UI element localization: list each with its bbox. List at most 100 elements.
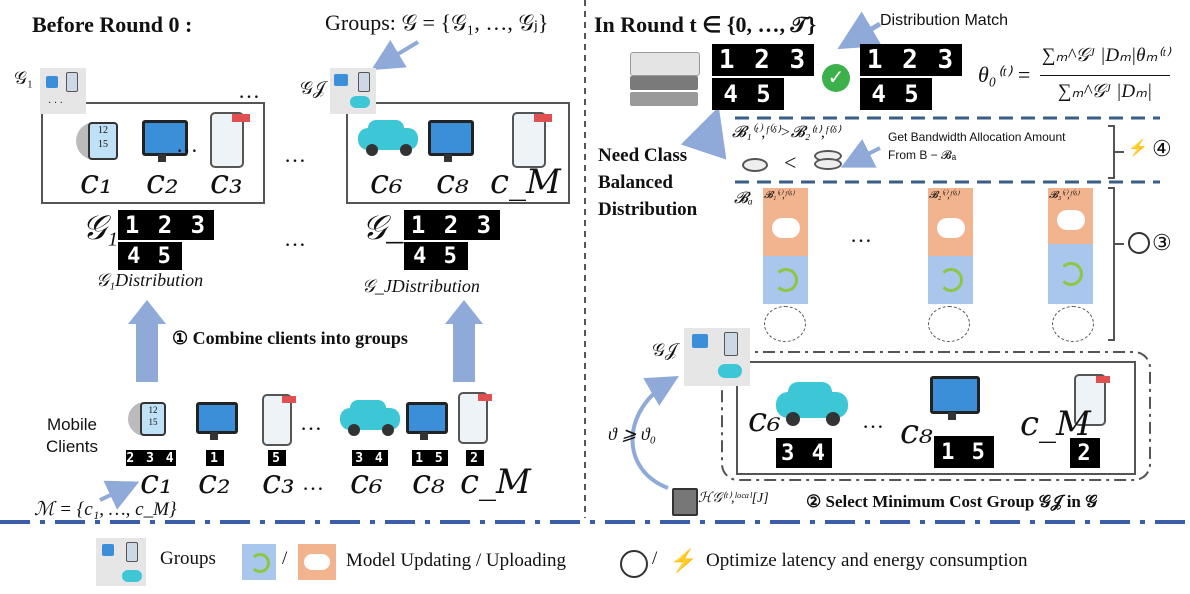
neural-network-icon: [928, 306, 970, 342]
less-than: <: [784, 150, 797, 175]
dots-bottom: …: [302, 470, 324, 495]
phone-icon: [1074, 374, 1110, 426]
client-digits-3: 5: [268, 450, 286, 466]
cloud-upload-icon: [772, 218, 800, 238]
history-label: ℋ𝒢⁽ᵗ⁾,ˡᵒᶜᵃˡ[J]: [698, 491, 769, 506]
theta-denominator: ∑ₘ^𝒢ᴶ |Dₘ|: [1058, 81, 1153, 102]
energy-plug-icon: ⚡: [1128, 140, 1148, 157]
dots-top: …: [238, 78, 260, 103]
car-icon: [340, 398, 402, 436]
calculator-icon: [672, 488, 698, 516]
mnist-grid-bottom: 4 5: [712, 78, 784, 110]
groupJ-client-3: c_M: [490, 162, 561, 202]
neural-network-icon: [764, 306, 806, 342]
timer-icon: [1128, 232, 1150, 254]
dots-between-groups: …: [284, 142, 306, 167]
mnist-grid-top: 1 2 3: [404, 210, 500, 240]
server-icon: [630, 52, 702, 110]
up-arrow-right: [445, 300, 483, 324]
legend-optimize-label: Optimize latency and energy consumption: [706, 550, 1028, 571]
mnist-grid-top: 1 2 3: [118, 210, 214, 240]
group1-client-2: c₂: [146, 162, 179, 202]
mnist-grid-bottom: 4 5: [118, 242, 182, 270]
client-digits-M: 2: [466, 450, 484, 466]
phone-icon: [262, 394, 296, 446]
step1-label: ① Combine clients into groups: [172, 328, 408, 348]
selected-client-cM: c_M: [1020, 404, 1091, 444]
groupJ-box: [346, 102, 570, 204]
legend-groups-label: Groups: [160, 548, 216, 569]
phone-icon: [458, 392, 492, 444]
mobile-clients-label: Mobile Clients: [46, 415, 98, 456]
legend-update-icon: [242, 544, 276, 580]
step3-marker: ③: [1152, 230, 1172, 255]
coins-icon: [814, 148, 844, 174]
client-c8: c₈: [412, 462, 445, 502]
group-icon: [330, 68, 376, 114]
monitor-icon: [142, 120, 188, 164]
alloc-label-1: 𝓑₁⁽ᵗ⁾,ᶠ⁽ᵟ⁾: [764, 190, 794, 201]
client-digits-1: 2 3 4: [126, 450, 176, 466]
legend-timer-icon: [620, 550, 648, 578]
selected-digits-c6: 3 4: [776, 438, 832, 468]
neural-network-icon: [1052, 306, 1094, 342]
ba-label: 𝓑ₐ: [734, 190, 753, 207]
group1-box: [41, 102, 265, 204]
g1-dist-symbol: 𝒢₁: [82, 210, 119, 247]
cloud-upload-icon: [937, 218, 965, 238]
right-title: In Round t ∈ {0, …, 𝒯}: [594, 12, 817, 37]
mnist-grid-bottom: 4 5: [860, 78, 932, 110]
legend-model-label: Model Updating / Uploading: [346, 550, 567, 571]
step2-label: ② Select Minimum Cost Group 𝒢𝒥 in 𝒢: [806, 492, 1098, 511]
selected-client-c8: c₈: [900, 412, 933, 452]
alloc-column-3: [1048, 188, 1093, 304]
refresh-icon: [939, 268, 963, 292]
legend-slash: /: [652, 548, 658, 569]
monitor-icon: [196, 402, 238, 442]
group1-client-3: c₃: [210, 162, 243, 202]
legend-slash: /: [282, 548, 288, 569]
threshold-label: ϑ ⩾ ϑ₀: [608, 424, 657, 444]
phone-icon: [210, 112, 250, 168]
dots-distributions: …: [284, 226, 306, 251]
step4-marker: ④: [1152, 136, 1172, 161]
fraction-bar: [1040, 75, 1170, 76]
monitor-icon: [930, 376, 980, 422]
gJ-label: 𝒢𝒥: [300, 78, 326, 98]
legend-upload-icon: [298, 544, 336, 580]
client-c1: c₁: [140, 462, 173, 502]
legend-groups-icon: [96, 538, 146, 586]
left-title: Before Round 0 :: [32, 12, 193, 37]
group-icon: [684, 328, 750, 386]
groups-definition: Groups: 𝒢 = {𝒢₁, …, 𝒢ⱼ}: [325, 10, 549, 35]
groupJ-client-2: c₈: [436, 162, 469, 202]
selected-client-c6: c₆: [748, 400, 781, 440]
g1-label: 𝒢₁: [14, 68, 34, 88]
need-balanced-label: Need Class Balanced Distribution: [598, 145, 698, 220]
monitor-icon: [406, 402, 448, 442]
groupJ-client-1: c₆: [370, 162, 403, 202]
car-icon: [776, 380, 850, 426]
selection-region: [721, 351, 1151, 481]
car-icon: [358, 118, 420, 156]
client-cM: c_M: [460, 462, 531, 502]
client-digits-8: 1 5: [412, 450, 448, 466]
dots-g1: …: [176, 132, 198, 157]
mnist-grid-top: 1 2 3: [860, 44, 962, 76]
mnist-grid-top: 1 2 3: [712, 44, 814, 76]
client-digits-2: 1: [206, 450, 224, 466]
client-c3: c₃: [262, 462, 295, 502]
m-definition: ℳ = {c₁, …, c_M}: [34, 499, 177, 520]
selected-digits-c8: 1 5: [934, 436, 994, 468]
g1-dist-label: 𝒢₁Distribution: [96, 270, 204, 290]
dots-selected: …: [862, 408, 884, 433]
group1-client-1: c₁: [80, 162, 113, 202]
alloc-label-2: 𝓑₂⁽ᵗ⁾,ᶠ⁽ᵟ⁾: [929, 190, 959, 201]
dots-alloc: …: [850, 222, 872, 247]
theta-lhs: θ₀⁽ᵗ⁾ =: [978, 62, 1032, 87]
bandwidth-note-2: From B − 𝓑ₐ: [888, 148, 957, 162]
group-icon: · · ·: [40, 68, 86, 114]
monitor-icon: [428, 120, 474, 164]
